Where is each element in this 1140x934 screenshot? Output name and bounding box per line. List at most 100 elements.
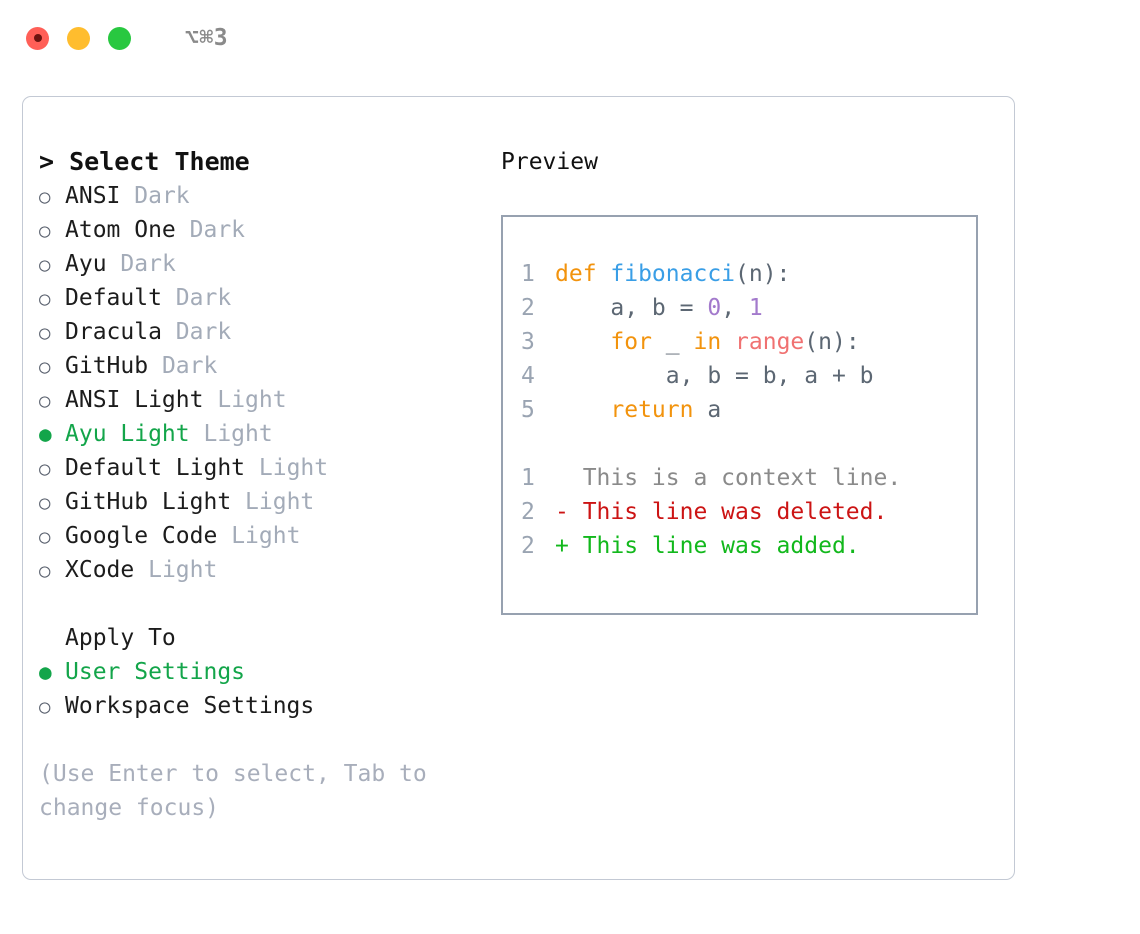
theme-list-item[interactable]: ○ XCode Light [39,553,485,587]
code-line: 1 def fibonacci(n): [521,257,976,291]
theme-variant-label: Light [203,421,273,447]
preview-title: Preview [501,149,598,175]
page-title: > Select Theme [39,147,250,176]
theme-variant-label: Dark [134,183,190,209]
theme-list-item[interactable]: ●Ayu Light Light [39,417,485,451]
title-bar: ⌥⌘3 [0,0,1140,76]
theme-list-item[interactable]: ○ GitHub Light Light [39,485,485,519]
code-line: 4 a, b = b, a + b [521,359,976,393]
spacer [245,451,259,485]
code-line: 2 a, b = 0, 1 [521,291,976,325]
theme-variant-label: Light [217,387,287,413]
theme-list-item[interactable]: ○Default Dark [39,281,485,315]
code-text: a, b = 0, 1 [555,291,763,325]
theme-variant-label: Dark [120,251,176,277]
theme-name: GitHub [65,353,149,379]
theme-list-item[interactable]: ○ANSI Dark [39,179,485,213]
code-token: , [721,295,749,321]
theme-list-item[interactable]: ○ANSI Light Light [39,383,485,417]
theme-list-item[interactable]: ○ Dracula Dark [39,315,485,349]
apply-to-list[interactable]: ● User Settings ○ Workspace Settings [39,655,485,723]
theme-list-item[interactable]: ○GitHub Dark [39,349,485,383]
apply-to-item[interactable]: ● User Settings [39,655,485,689]
theme-name: GitHub Light [65,489,232,515]
diff-line: 1 This is a context line. [521,461,976,495]
apply-to-label: Workspace Settings [65,693,315,719]
line-number: 2 [521,499,535,525]
code-token: (n): [804,329,860,355]
theme-list-item[interactable]: ○Ayu Dark [39,247,485,281]
code-spacer [521,427,976,461]
theme-name: Dracula [65,319,162,345]
spacer [107,247,121,281]
radio-unselected-icon: ○ [39,458,51,480]
minimize-window-icon[interactable] [67,26,90,50]
line-number: 4 [521,363,535,389]
radio-unselected-icon: ○ [39,696,51,718]
keyboard-shortcut-label: ⌥⌘3 [185,25,229,51]
theme-list[interactable]: ○ANSI Dark○Atom One Dark○Ayu Dark○Defaul… [39,179,485,587]
diff-text: - This line was deleted. [555,499,888,525]
apply-to-title: Apply To [65,625,176,651]
theme-name: XCode [65,557,135,583]
theme-variant-label: Dark [175,319,232,345]
spacer [203,383,217,417]
radio-unselected-icon: ○ [39,220,51,242]
line-number: 2 [521,295,535,321]
spacer [190,417,204,451]
code-token: range [735,329,805,355]
content-panel: > Select Theme ○ANSI Dark○Atom One Dark○… [22,96,1015,880]
theme-variant-label: Dark [175,285,232,311]
code-token [721,329,735,355]
theme-list-item[interactable]: ○ Atom One Dark [39,213,485,247]
theme-name: Atom One [65,217,176,243]
theme-variant-label: Light [245,489,315,515]
code-token: a, b = [555,295,708,321]
diff-text: + This line was added. [555,533,860,559]
code-text: def fibonacci(n): [555,257,790,291]
radio-unselected-icon: ○ [39,322,51,344]
diff-sample: 1 This is a context line. 2 - This line wa… [521,461,976,563]
code-token: in [693,329,722,355]
theme-variant-label: Light [148,557,218,583]
theme-list-item[interactable]: ○Google Code Light [39,519,485,553]
theme-name: Ayu Light [65,421,190,447]
code-text: return a [555,393,721,427]
theme-variant-label: Light [231,523,301,549]
code-text: for _ in range(n): [555,325,860,359]
code-token: 0 [707,295,722,321]
code-token: return [610,397,694,423]
radio-selected-icon: ● [39,660,52,684]
radio-unselected-icon: ○ [39,560,51,582]
code-token [555,329,610,355]
apply-to-item[interactable]: ○ Workspace Settings [39,689,485,723]
diff-line: 2 - This line was deleted. [521,495,976,529]
close-window-icon[interactable] [26,26,49,50]
theme-list-item[interactable]: ○Default Light Light [39,451,485,485]
line-number: 3 [521,329,535,355]
spacer [134,553,148,587]
radio-unselected-icon: ○ [39,288,51,310]
code-token: a, b = b, a + b [555,363,874,389]
code-token: a [693,397,722,423]
zoom-window-icon[interactable] [108,26,131,50]
diff-line: 2+ This line was added. [521,529,976,563]
spacer [162,281,176,315]
line-number: 5 [521,397,535,423]
apply-to-section: Apply To ● User Settings ○ Workspace Settin… [39,621,485,723]
radio-unselected-icon: ○ [39,390,51,412]
code-token: (n): [735,261,791,287]
code-token [555,397,610,423]
radio-unselected-icon: ○ [39,492,51,514]
theme-variant-label: Dark [189,217,246,243]
code-token: 1 [748,295,763,321]
keyboard-hint: (Use Enter to select, Tab to change focu… [39,761,441,821]
theme-selection-column: > Select Theme ○ANSI Dark○Atom One Dark○… [23,145,485,825]
line-number: 1 [521,261,535,287]
apply-to-label: User Settings [65,659,246,685]
spacer [176,213,190,247]
theme-name: Google Code [65,523,218,549]
